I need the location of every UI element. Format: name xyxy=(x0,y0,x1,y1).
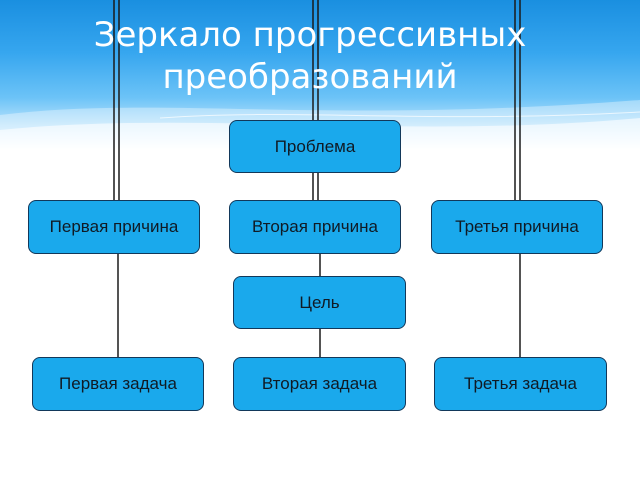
node-cause-3: Третья причина xyxy=(431,200,603,254)
node-cause-1: Первая причина xyxy=(28,200,200,254)
page-title: Зеркало прогрессивных преобразований xyxy=(93,15,527,97)
node-task-2: Вторая задача xyxy=(233,357,406,411)
node-problem: Проблема xyxy=(229,120,401,173)
node-goal: Цель xyxy=(233,276,406,329)
node-task-3: Третья задача xyxy=(434,357,607,411)
node-task-1: Первая задача xyxy=(32,357,204,411)
node-cause-2: Вторая причина xyxy=(229,200,401,254)
